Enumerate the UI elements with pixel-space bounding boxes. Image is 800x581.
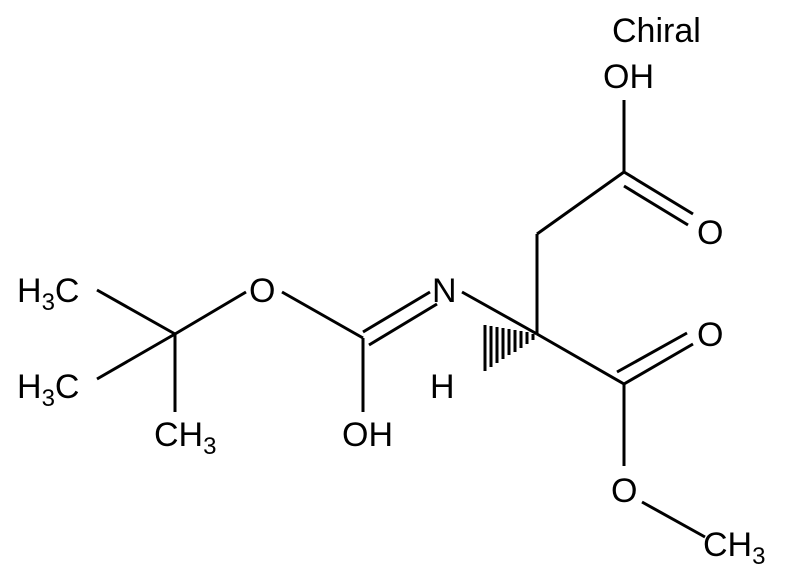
atom-boc-o: O bbox=[249, 272, 275, 310]
hashed-wedge-bond bbox=[483, 325, 535, 371]
atom-acid-oh: OH bbox=[603, 58, 654, 96]
atom-ester-o-double: O bbox=[697, 316, 723, 354]
bond-cq-me1 bbox=[96, 288, 176, 336]
atom-tbu-methyl-mid: H3C bbox=[17, 368, 79, 412]
bond-alpha-n bbox=[461, 290, 538, 336]
atom-ester-o: O bbox=[611, 472, 637, 510]
atom-acid-o: O bbox=[697, 214, 723, 252]
atom-tbu-methyl-bottom: CH3 bbox=[154, 416, 216, 460]
bond-ester-c-o-b bbox=[616, 331, 688, 374]
atom-n: N bbox=[432, 272, 457, 310]
bond-alpha-ester-c bbox=[536, 332, 625, 386]
atom-tbu-methyl-top: H3C bbox=[17, 272, 79, 316]
bond-n-c-a bbox=[362, 290, 431, 334]
atom-carbamate-oh: OH bbox=[342, 416, 393, 454]
bond-cq-me2 bbox=[96, 332, 176, 381]
bond-n-c-b bbox=[368, 302, 438, 347]
bond-o-cq bbox=[174, 290, 247, 336]
bond-acid-c-o-b bbox=[623, 184, 689, 227]
bond-ester-o-ch3 bbox=[641, 500, 706, 539]
atom-h: H bbox=[430, 368, 455, 406]
chiral-label: Chiral bbox=[612, 12, 701, 50]
bond-ester-c-o-a bbox=[623, 342, 694, 386]
bond-acid-c-o-a bbox=[623, 170, 694, 216]
atom-ester-ch3: CH3 bbox=[703, 526, 765, 570]
bond-c-o bbox=[281, 290, 364, 340]
bond-acid-c-ch2 bbox=[536, 170, 625, 236]
